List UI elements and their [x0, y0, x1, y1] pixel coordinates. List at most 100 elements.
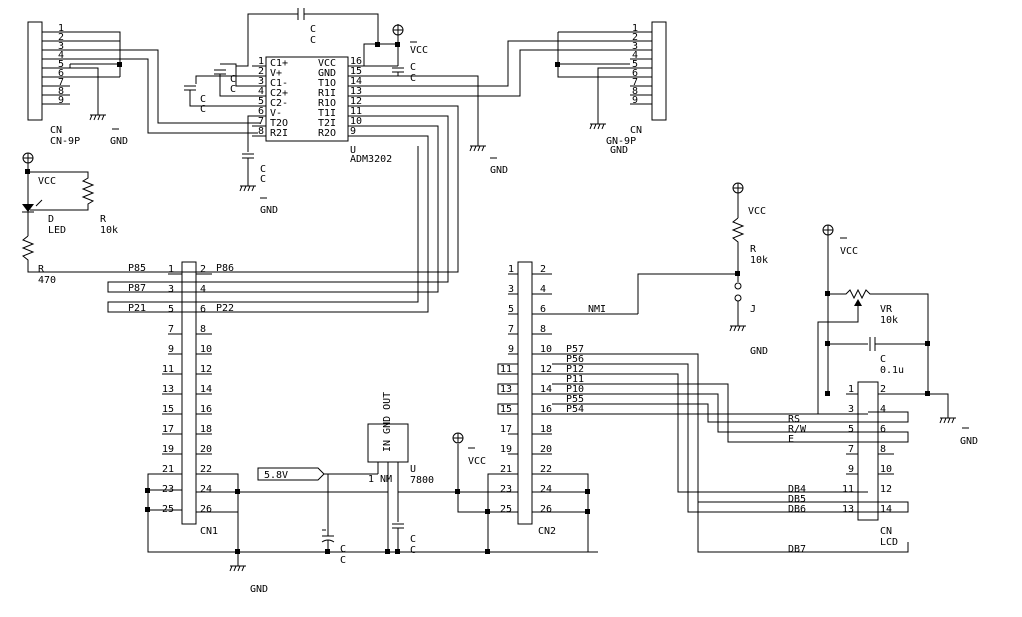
- led-val: LED: [48, 225, 66, 236]
- right-pin-9: 9: [632, 95, 638, 106]
- cn2-even-6: 6: [540, 304, 546, 315]
- regulator-cap2-val: C: [410, 545, 416, 556]
- ground-symbol: [229, 565, 246, 572]
- cn2-label-p10: P10: [566, 384, 584, 395]
- cn2-odd-5: 5: [508, 304, 514, 315]
- cap-top-val: C: [310, 35, 316, 46]
- r1-val: 10k: [100, 225, 118, 236]
- cn1-even-14: 14: [200, 384, 212, 395]
- cn1-even-4: 4: [200, 284, 206, 295]
- adm3202-capacitors: C C C C C C C C GND: [184, 8, 428, 216]
- adm-pin-7-name: T2O: [270, 118, 288, 129]
- adm3202-to-right-connector-wires: [364, 31, 630, 97]
- cn1-odd-5: 5: [168, 304, 174, 315]
- right-pin-2: 2: [632, 32, 638, 43]
- cn1-odd-13: 13: [162, 384, 174, 395]
- lcd-signal-e: E: [788, 434, 794, 445]
- cn1-odd-11: 11: [162, 364, 174, 375]
- cn2-even-18: 18: [540, 424, 552, 435]
- cn2-label-p57: P57: [566, 344, 584, 355]
- lcd-even-10: 10: [880, 464, 892, 475]
- right-serial-connector: 1 2 3 4 5 6 7 8 9 CN GN-9P GND: [589, 21, 667, 156]
- cn2-odd-3: 3: [508, 284, 514, 295]
- cn2-odd-15: 15: [500, 404, 512, 415]
- lcd-cap-ref: C: [880, 354, 886, 365]
- cn2-odd-25: 25: [500, 504, 512, 515]
- adm-pin-1-name: C1+: [270, 58, 288, 69]
- adm-pin-1-num: 1: [258, 56, 264, 67]
- cn2-vcc-label: VCC: [468, 456, 486, 467]
- cn2-to-lcd-bus: RS R/W E DB4 DB5 DB6 DB7: [532, 353, 909, 555]
- lcd-odd-5: 5: [848, 424, 854, 435]
- cn2-header: 1 3 5 7 9 11 13 15 17 19 21 23 25 2 4 6 …: [452, 261, 738, 554]
- reset-r-val: 10k: [750, 255, 768, 266]
- cn2-odd-19: 19: [500, 444, 512, 455]
- adm-pin-10-name: T2I: [318, 118, 336, 129]
- cn2-label-p54: P54: [566, 404, 584, 415]
- ground-symbol: [239, 185, 256, 192]
- right-connector-gnd-label: GND: [610, 145, 628, 156]
- led-ref: D: [48, 214, 54, 225]
- cn1-pin-numbers: 1 3 5 7 9 11 13 15 17 19 21 23 25 2 4 6 …: [162, 264, 212, 515]
- right-connector-pin-lines: [630, 31, 652, 105]
- cn1-odd-7: 7: [168, 324, 174, 335]
- cn1-odd-3: 3: [168, 284, 174, 295]
- cn2-label-p11: P11: [566, 374, 584, 385]
- lcd-even-4: 4: [880, 404, 886, 415]
- adm3202-ic: 1 2 3 4 5 6 7 8 C1+ V+ C1- C2+ C2- V- T2…: [252, 56, 392, 165]
- adm-pin-13-num: 13: [350, 86, 362, 97]
- left-pin-7: 7: [58, 77, 64, 88]
- lcd-signal-db4: DB4: [788, 484, 806, 495]
- cn2-odd-21: 21: [500, 464, 512, 475]
- adm-pin-9-num: 9: [350, 126, 356, 137]
- cn1-even-2: 2: [200, 264, 206, 275]
- adm3202-gnd-right: GND: [490, 165, 508, 176]
- lcd-signal-rw: R/W: [788, 424, 807, 435]
- regulator-cap1-val: C: [340, 555, 346, 566]
- cn1-even-12: 12: [200, 364, 212, 375]
- adm-pin-5-num: 5: [258, 96, 264, 107]
- adm-pin-3-num: 3: [258, 76, 264, 87]
- lcd-odd-1: 1: [848, 384, 854, 395]
- cn1-odd-17: 17: [162, 424, 174, 435]
- adm-pin-4-name: C2+: [270, 88, 288, 99]
- adm3202-part: ADM3202: [350, 154, 392, 165]
- right-pin-5: 5: [632, 59, 638, 70]
- cn1-even-18: 18: [200, 424, 212, 435]
- cn2-even-4: 4: [540, 284, 546, 295]
- cn1-even-8: 8: [200, 324, 206, 335]
- cn2-odd-13: 13: [500, 384, 512, 395]
- cn1-name: CN1: [200, 526, 218, 537]
- adm-pin-7-num: 7: [258, 116, 264, 127]
- cn2-even-26: 26: [540, 504, 552, 515]
- lcd-odd-9: 9: [848, 464, 854, 475]
- adm3202-gnd-right-net: GND: [364, 75, 508, 176]
- left-pin-2: 2: [58, 32, 64, 43]
- cn1-pin-lines: [162, 273, 212, 475]
- lcd-odd-11: 11: [842, 484, 854, 495]
- cn1-even-16: 16: [200, 404, 212, 415]
- regulator-part: 7800: [410, 475, 434, 486]
- adm-pin-2-num: 2: [258, 66, 264, 77]
- ground-symbol: [939, 417, 956, 424]
- left-serial-wires: [69, 31, 260, 134]
- cap-right-val: C: [410, 73, 416, 84]
- cn1-odd-15: 15: [162, 404, 174, 415]
- reset-circuit: VCC R 10k J GND: [729, 182, 768, 357]
- adm-pin-8-name: R2I: [270, 128, 288, 139]
- voltage-regulator: 5.8V IN GND OUT 1 NM U 7800 C C C C: [257, 392, 458, 566]
- cap-left1-val: C: [230, 84, 236, 95]
- cn1-even-24: 24: [200, 484, 212, 495]
- reset-vcc-label: VCC: [748, 206, 766, 217]
- lcd-signal-rs: RS: [788, 414, 800, 425]
- adm3202-to-cn1-wires: [107, 105, 459, 313]
- lcd-gnd-label: GND: [960, 436, 978, 447]
- lcd-name: LCD: [880, 537, 898, 548]
- cn2-even-14: 14: [540, 384, 552, 395]
- lcd-vr-val: 10k: [880, 315, 898, 326]
- cap-left2-val: C: [200, 104, 206, 115]
- adm3202-ref: U: [350, 145, 356, 156]
- adm-pin-4-num: 4: [258, 86, 264, 97]
- cn2-name: CN2: [538, 526, 556, 537]
